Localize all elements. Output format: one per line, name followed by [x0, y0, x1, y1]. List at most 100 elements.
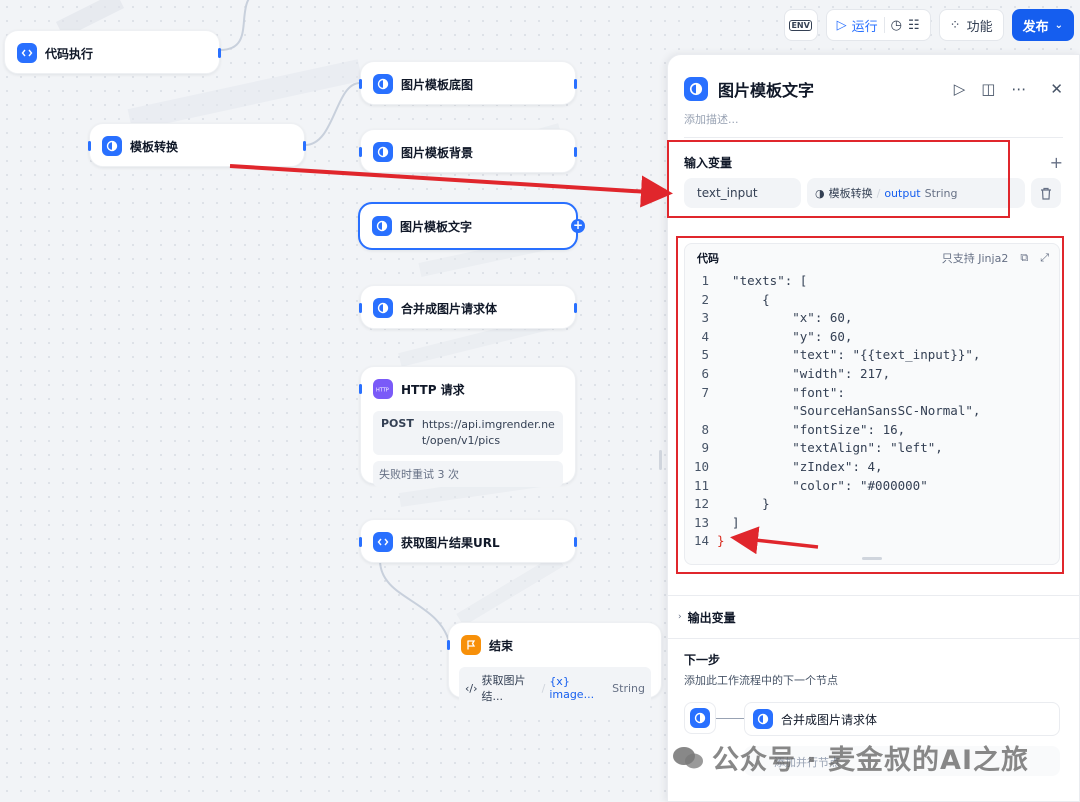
var-name-input[interactable]: text_input: [684, 178, 801, 208]
history-icon[interactable]: ◷: [890, 17, 903, 33]
ref-var-type: String: [924, 186, 958, 200]
resize-handle[interactable]: [862, 557, 882, 560]
input-handle[interactable]: [359, 79, 362, 89]
node-img-text[interactable]: 图片模板文字 +: [358, 202, 585, 250]
env-button[interactable]: ENV: [783, 9, 818, 41]
env-icon: ENV: [789, 19, 812, 31]
description-input[interactable]: 添加描述...: [684, 113, 739, 126]
more-icon[interactable]: ⋯: [1011, 80, 1027, 98]
line-number: 10: [693, 458, 709, 474]
input-handle[interactable]: [359, 303, 362, 313]
http-icon: HTTP: [373, 379, 393, 399]
run-node-icon[interactable]: ▷: [953, 80, 966, 98]
node-get-url[interactable]: 获取图片结果URL: [359, 519, 577, 563]
output-handle[interactable]: [574, 537, 577, 547]
panel-title[interactable]: 图片模板文字: [718, 81, 815, 100]
expand-icon[interactable]: ⤢: [1040, 251, 1049, 264]
code-text: {: [717, 291, 770, 307]
var-ref-selector[interactable]: ◑ 模板转换 / output String: [807, 178, 1025, 208]
http-request-line: POST https://api.imgrender.net/open/v1/p…: [373, 411, 563, 455]
code-content[interactable]: 1 "texts": [2 {3 "x": 60,4 "y": 60,5 "te…: [685, 272, 1059, 551]
close-icon[interactable]: ✕: [1050, 80, 1063, 98]
output-vars-section[interactable]: › 输出变量: [668, 595, 1079, 639]
line-number: 7: [701, 384, 709, 400]
next-node-title: 合并成图片请求体: [781, 712, 878, 727]
input-handle[interactable]: [359, 384, 362, 394]
code-line: 7 "font":: [685, 384, 1059, 403]
end-output-var: ‹/› 获取图片结... / {x} image... String: [459, 667, 651, 709]
node-template-convert[interactable]: 模板转换: [88, 123, 306, 167]
delete-icon[interactable]: [1031, 178, 1061, 208]
end-ref-type: String: [612, 681, 645, 695]
input-handle[interactable]: [359, 147, 362, 157]
ref-node-name: 模板转换: [828, 187, 873, 200]
node-title: 图片模板文字: [400, 219, 473, 234]
output-handle[interactable]: [303, 141, 306, 151]
features-button[interactable]: ⁘ 功能: [938, 9, 1004, 41]
current-node-icon: [684, 702, 716, 734]
output-handle[interactable]: [574, 79, 577, 89]
code-line: 9 "textAlign": "left",: [685, 439, 1059, 458]
template-icon: [684, 77, 708, 101]
ref-var-name: output: [884, 186, 921, 200]
run-button[interactable]: ▷ 运行: [837, 16, 878, 35]
next-node-item[interactable]: 合并成图片请求体: [744, 702, 1060, 736]
copy-icon[interactable]: ⧉: [1020, 251, 1029, 264]
line-number: 2: [701, 291, 709, 307]
code-line: 12 }: [685, 495, 1059, 514]
node-code-exec[interactable]: 代码执行: [4, 30, 221, 74]
line-number: 11: [693, 477, 709, 493]
code-line: 8 "fontSize": 16,: [685, 421, 1059, 440]
checklist-icon[interactable]: ☷: [908, 17, 920, 33]
connector-line: [716, 718, 744, 719]
code-editor[interactable]: 代码 只支持 Jinja2 ⧉ ⤢ 1 "texts": [2 {3 "x": …: [684, 243, 1060, 565]
template-icon: [373, 74, 393, 94]
code-text: "y": 60,: [717, 328, 853, 344]
watermark: 公众号 · 麦金叔的AI之旅: [672, 738, 1029, 777]
end-ref-var: {x} image...: [549, 675, 595, 701]
jinja-hint: 只支持 Jinja2: [941, 252, 1009, 265]
code-icon: ‹/›: [465, 681, 478, 695]
code-icon: [373, 532, 393, 552]
top-toolbar: ENV ▷ 运行 ◷ ☷ ⁘ 功能 发布 ⌄: [783, 9, 1074, 41]
divider: [684, 137, 1063, 138]
node-img-bg[interactable]: 图片模板背景: [359, 129, 577, 173]
output-handle[interactable]: [574, 147, 577, 157]
node-end[interactable]: 结束 ‹/› 获取图片结... / {x} image... String: [447, 622, 662, 709]
publish-button[interactable]: 发布 ⌄: [1011, 9, 1074, 41]
add-parallel-node-button[interactable]: 添加并行节点: [744, 746, 1060, 776]
input-handle[interactable]: [359, 537, 362, 547]
input-handle[interactable]: [88, 141, 91, 151]
input-handle[interactable]: [447, 640, 450, 650]
next-step-label: 下一步: [684, 653, 721, 667]
chevron-down-icon: ⌄: [1054, 19, 1063, 31]
template-icon: [753, 709, 773, 729]
panel-resize-handle[interactable]: [659, 450, 662, 470]
template-icon: [372, 216, 392, 236]
code-text: "color": "#000000": [717, 477, 928, 493]
output-handle[interactable]: [574, 303, 577, 313]
template-icon: [373, 298, 393, 318]
output-handle[interactable]: [218, 48, 221, 58]
code-text: "zIndex": 4,: [717, 458, 883, 474]
next-step-section: 下一步 添加此工作流程中的下一个节点 合并成图片请求体 添加并行节点: [668, 651, 1079, 782]
help-book-icon[interactable]: ◫: [981, 80, 996, 98]
chevron-right-icon: ›: [678, 612, 682, 622]
add-next-node-icon[interactable]: +: [571, 218, 585, 233]
node-img-base[interactable]: 图片模板底图: [359, 61, 577, 105]
code-line: 1 "texts": [: [685, 272, 1059, 291]
add-var-icon[interactable]: +: [1049, 152, 1063, 172]
node-title: 模板转换: [130, 139, 179, 154]
wechat-icon: [673, 746, 703, 768]
http-retry: 失败时重试 3 次: [373, 461, 563, 487]
code-text: "textAlign": "left",: [717, 440, 943, 456]
code-line: 6 "width": 217,: [685, 365, 1059, 384]
node-title: HTTP 请求: [401, 382, 465, 397]
code-text: ]: [717, 514, 740, 530]
node-http[interactable]: HTTP HTTP 请求 POST https://api.imgrender.…: [359, 366, 576, 487]
node-merge[interactable]: 合并成图片请求体: [359, 285, 577, 329]
line-number: 13: [693, 514, 709, 530]
line-number: 3: [701, 310, 709, 326]
line-number: 12: [693, 496, 709, 512]
